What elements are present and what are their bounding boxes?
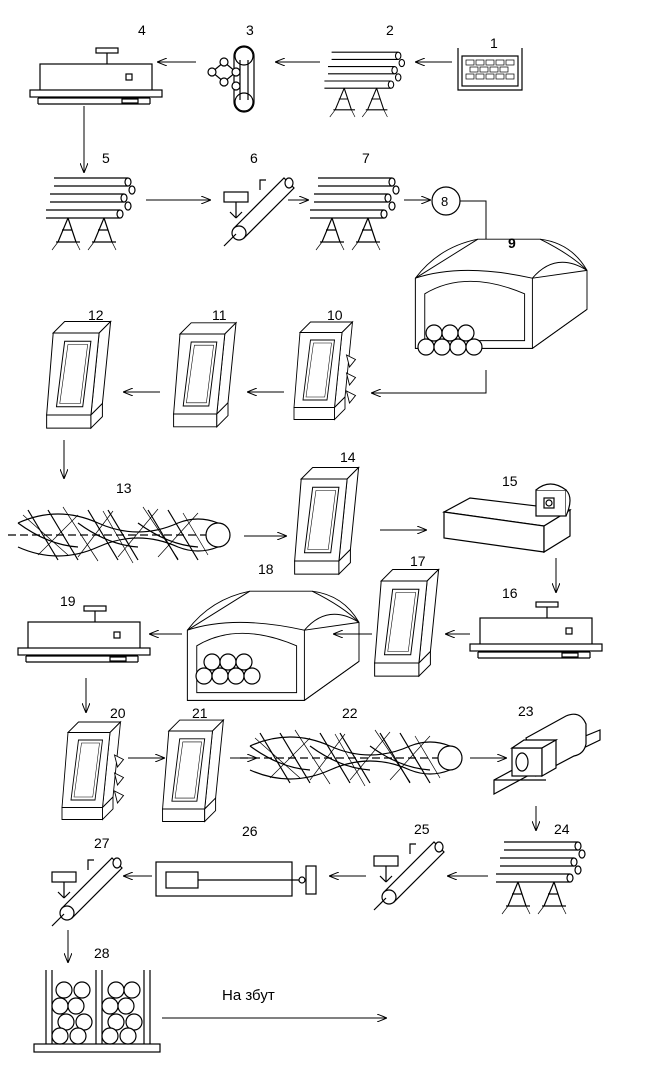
step-22-label: 22 [342,705,358,721]
step-5-label: 5 [102,150,110,166]
step-3-label: 3 [246,22,254,38]
step-8-node: 8 [431,186,461,216]
step-20-vibro-frame [62,722,124,820]
step-12-frame [46,321,112,429]
step-3-belt-conveyor [207,45,255,113]
step-15-saw-table [442,483,572,554]
arrow-8-9 [460,200,486,252]
step-18-label: 18 [258,561,274,577]
step-28-label: 28 [94,945,110,961]
step-26-unit [155,861,317,897]
step-17-frame [374,569,440,677]
step-16-press [469,601,603,659]
step-18-kiln [186,590,360,701]
step-1-container [457,48,523,91]
step-21-label: 21 [192,705,208,721]
step-28-container [33,970,161,1053]
step-17-label: 17 [410,553,426,569]
step-19-label: 19 [60,593,76,609]
step-7-label: 7 [362,150,370,166]
step-26-label: 26 [242,823,258,839]
step-11-frame [173,322,237,428]
step-19-press [17,605,151,663]
step-23-mixer [493,713,601,796]
step-1-label: 1 [490,35,498,51]
step-18-kiln-logs [195,653,261,685]
step-16-label: 16 [502,585,518,601]
step-10-vibro-frame [294,322,356,420]
step-15-label: 15 [502,473,518,489]
step-11-label: 11 [212,307,227,323]
step-27-cutter [51,857,123,927]
step-20-label: 20 [110,705,126,721]
step-10-label: 10 [327,307,343,323]
step-25-cutter [373,841,445,911]
step-27-label: 27 [94,835,110,851]
output-label: На збут [222,987,275,1004]
step-2-label: 2 [386,22,394,38]
step-25-label: 25 [414,821,430,837]
step-9-label: 9 [508,235,516,251]
step-4-press [29,47,163,105]
step-8-label: 8 [441,194,448,209]
step-6-cutter [223,177,295,247]
step-12-label: 12 [88,307,104,323]
step-21-frame [162,719,224,822]
step-14-frame [294,467,360,575]
step-5-rack [45,177,136,251]
step-24-label: 24 [554,821,570,837]
step-2-rack [323,51,406,118]
step-24-rack [495,841,586,915]
step-6-label: 6 [250,150,258,166]
step-13-label: 13 [116,480,132,496]
step-23-label: 23 [518,703,534,719]
step-13-rotor [7,506,231,564]
step-14-label: 14 [340,449,356,465]
step-7-rack [309,177,400,251]
step-4-label: 4 [138,22,146,38]
arrow-9-10 [372,370,487,393]
step-9-kiln-logs [417,324,483,356]
step-22-rotor [239,729,463,787]
